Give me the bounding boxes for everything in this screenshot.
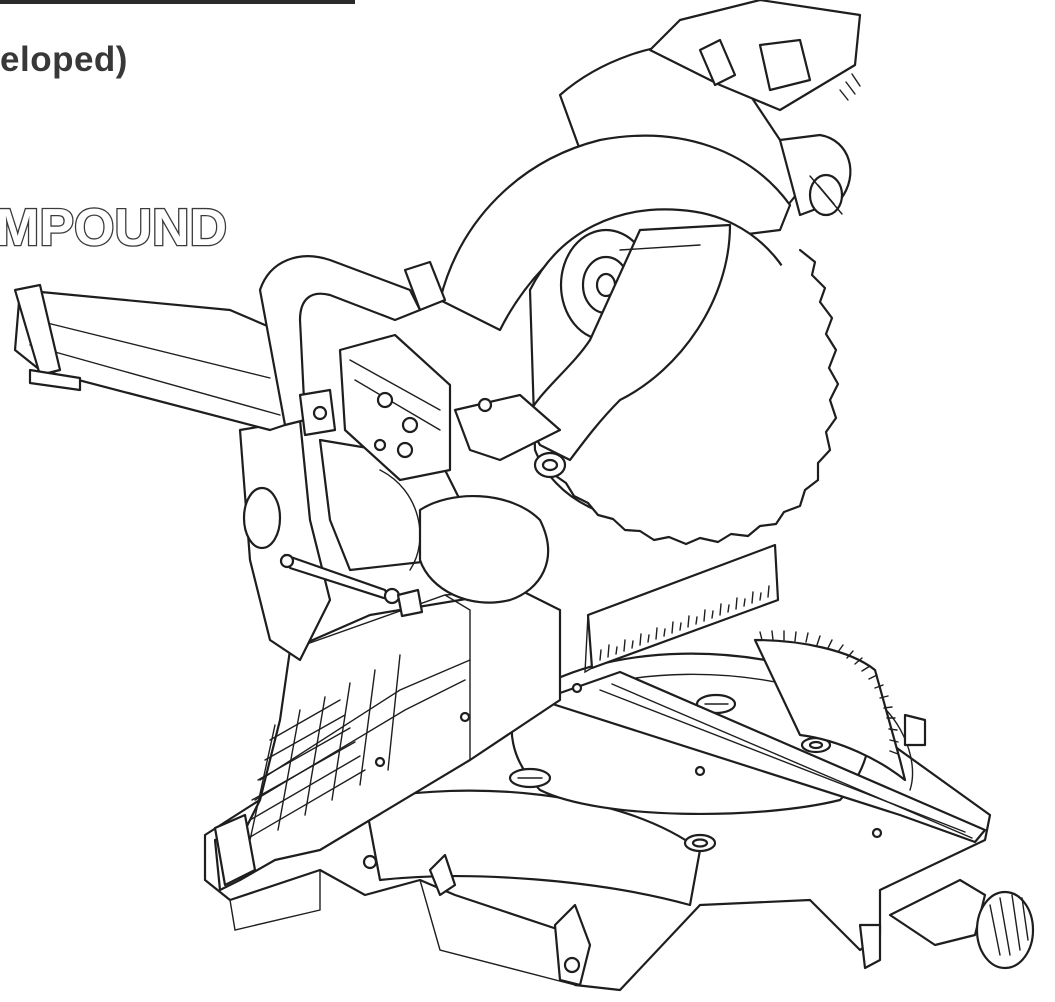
lower-blade-guard (453, 223, 732, 479)
bevel-pivot (238, 418, 550, 662)
slide-rails (13, 283, 302, 432)
right-fence (584, 543, 780, 674)
table-rail (538, 670, 987, 844)
saw-blade (528, 208, 840, 546)
section-subheading: eloped) (0, 40, 128, 79)
section-heading: MPOUND (0, 198, 228, 259)
top-rule (0, 0, 355, 4)
bevel-lock-knob (858, 878, 1035, 970)
miter-scale (753, 630, 927, 782)
front-handle (258, 255, 452, 482)
